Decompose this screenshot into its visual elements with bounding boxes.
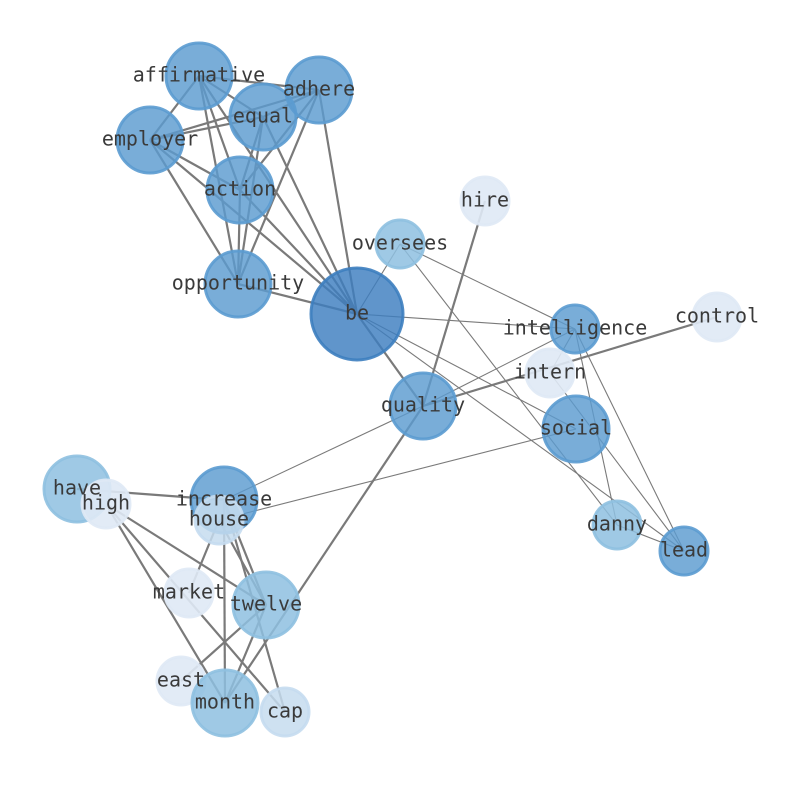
node-label-be: be: [345, 301, 369, 325]
edge-quality-month: [224, 405, 424, 704]
node-twelve: [231, 570, 301, 640]
node-label-twelve: twelve: [230, 592, 302, 616]
node-social: [541, 394, 611, 464]
node-action: [205, 155, 275, 225]
node-house: [193, 494, 245, 546]
labels-layer: be affirmative adhere equal employer action op…: [53, 63, 759, 723]
edge-oversees-danny: [399, 243, 618, 526]
edge-adhere-opportunity: [236, 89, 321, 285]
nodes-layer: [42, 41, 743, 738]
node-label-equal: equal: [233, 104, 293, 128]
node-market: [163, 567, 215, 619]
node-be: [309, 266, 405, 362]
node-label-month: month: [195, 690, 255, 714]
node-label-quality: quality: [381, 393, 465, 417]
node-label-adhere: adhere: [283, 77, 355, 101]
node-label-house: house: [189, 507, 249, 531]
node-label-intern: intern: [514, 360, 586, 384]
node-month: [190, 668, 260, 738]
node-label-have: have: [53, 476, 101, 500]
node-lead: [658, 525, 710, 577]
node-cap: [259, 686, 311, 738]
node-label-social: social: [540, 416, 612, 440]
node-employer: [115, 105, 185, 175]
edge-quality-increase: [223, 405, 424, 501]
node-label-hire: hire: [461, 188, 509, 212]
node-label-lead: lead: [660, 538, 708, 562]
node-high: [80, 478, 132, 530]
node-opportunity: [203, 249, 273, 319]
node-equal: [228, 82, 298, 152]
node-quality: [388, 371, 458, 441]
node-intern: [524, 347, 576, 399]
node-label-opportunity: opportunity: [172, 271, 304, 295]
node-label-affirmative: affirmative: [133, 63, 265, 87]
node-intelligence: [549, 303, 601, 355]
node-control: [691, 291, 743, 343]
node-label-action: action: [204, 177, 276, 201]
node-label-oversees: oversees: [352, 231, 448, 255]
node-label-employer: employer: [102, 127, 198, 151]
node-label-control: control: [675, 304, 759, 328]
node-label-increase: increase: [176, 487, 272, 511]
edge-affirmative-be: [198, 75, 358, 315]
node-label-intelligence: intelligence: [503, 316, 648, 340]
node-danny: [591, 499, 643, 551]
node-label-market: market: [153, 580, 225, 604]
node-affirmative: [164, 41, 234, 111]
edge-social-house: [218, 428, 577, 521]
node-label-east: east: [157, 668, 205, 692]
node-hire: [459, 175, 511, 227]
edge-oversees-intelligence: [399, 243, 576, 330]
node-label-danny: danny: [587, 512, 647, 536]
edge-high-month: [105, 503, 226, 704]
node-label-cap: cap: [267, 699, 303, 723]
edge-hire-quality: [421, 200, 487, 407]
node-adhere: [284, 55, 354, 125]
node-label-high: high: [82, 491, 130, 515]
edge-intelligence-lead: [574, 328, 685, 552]
node-oversees: [374, 218, 426, 270]
